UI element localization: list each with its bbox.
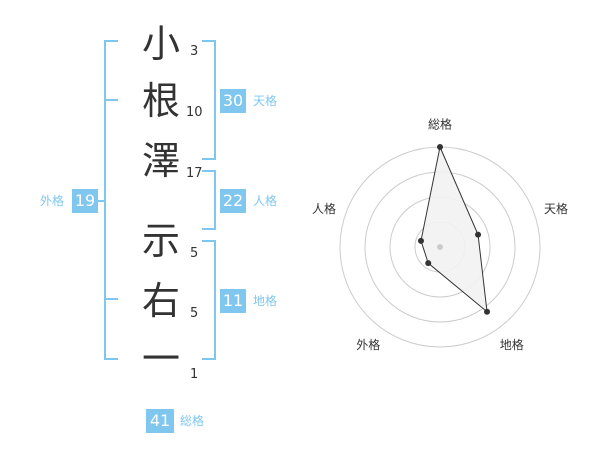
name-char-1: 小 [141,22,180,66]
radar-center-point [437,244,443,250]
gaikaku-value: 19 [72,189,98,213]
jinkaku-bracket-top [202,170,216,172]
soukaku-label: 総格 [180,414,205,428]
tenkaku-bracket-vertical [214,40,216,160]
stroke-count-2: 10 [186,105,203,120]
chikaku-bracket-bottom [202,358,216,360]
gaikaku-bracket-bottom [104,358,118,360]
radar-axis-label-4: 外格 [356,337,380,352]
tenkaku-value: 30 [220,89,246,113]
tenkaku-bracket-bottom [202,158,216,160]
gaikaku-connector [98,200,106,202]
radar-point-1 [437,144,443,150]
name-char-5: 右 [141,279,180,323]
gaikaku-bracket-mark-1 [104,99,118,101]
stroke-count-6: 1 [190,367,199,382]
chikaku-value: 11 [220,289,246,313]
jinkaku-bracket-vertical [214,170,216,230]
radar-axis-label-3: 地格 [500,337,524,352]
gaikaku-bracket-top [104,40,118,42]
gaikaku-label: 外格 [40,194,65,208]
radar-point-4 [425,260,432,267]
chikaku-label: 地格 [253,294,278,308]
radar-axis-label-2: 天格 [544,201,568,216]
name-char-2: 根 [141,79,180,123]
tenkaku-bracket-top [202,40,216,42]
jinkaku-bracket-bottom [202,228,216,230]
radar-area [420,145,488,313]
stroke-count-5: 5 [190,306,199,321]
radar-axis-label-1: 総格 [428,117,452,132]
jinkaku-label: 人格 [253,194,278,208]
name-char-4: 示 [141,219,180,263]
chikaku-bracket-vertical [214,240,216,360]
soukaku-value: 41 [146,409,174,433]
radar-point-2 [475,231,482,238]
stroke-count-3: 17 [186,166,203,181]
gaikaku-bracket-mark-2 [104,298,118,300]
name-char-3: 澤 [141,139,180,183]
chikaku-bracket-top [202,240,216,242]
stroke-count-4: 5 [190,246,199,261]
radar-axis-label-5: 人格 [312,201,336,216]
name-char-6: 一 [141,337,180,381]
jinkaku-value: 22 [220,189,246,213]
tenkaku-label: 天格 [253,94,278,108]
stroke-count-1: 3 [190,44,199,59]
radar-point-5 [417,237,424,244]
radar-point-3 [484,308,491,315]
